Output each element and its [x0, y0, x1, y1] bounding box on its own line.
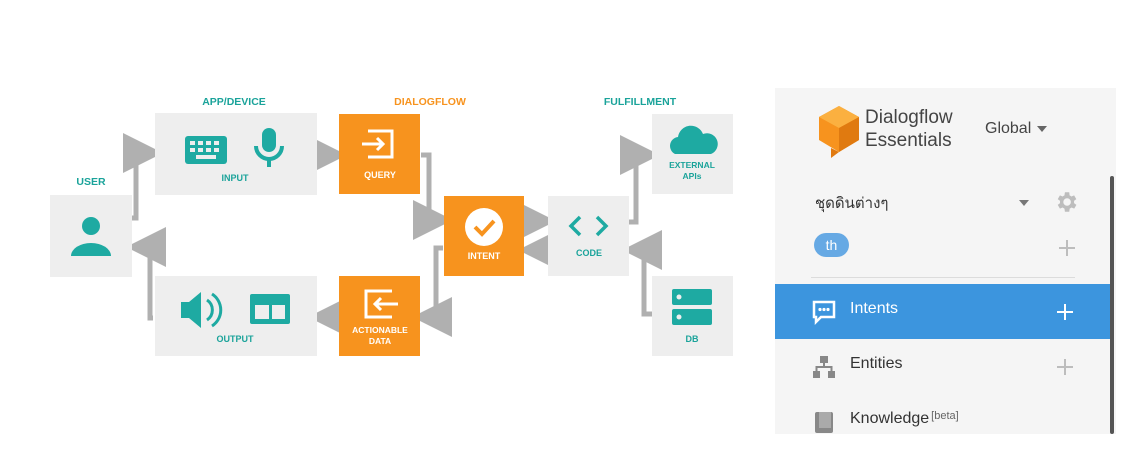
arrow-output-to-user [126, 227, 166, 321]
book-icon [815, 412, 833, 433]
output-box [155, 276, 317, 356]
input-box [155, 113, 317, 195]
dialogflow-logo-icon [819, 106, 859, 158]
node-query-label: QUERY [364, 170, 396, 180]
arrow-query-to-intent [413, 152, 453, 240]
node-output-label: OUTPUT [217, 334, 255, 344]
node-code-label: CODE [576, 248, 602, 258]
add-language-plus-icon[interactable] [1059, 240, 1075, 256]
diagram-canvas: APP/DEVICE DIALOGFLOW FULFILLMENT USER I… [50, 96, 733, 356]
divider [811, 277, 1075, 278]
arrow-user-to-input [123, 133, 163, 221]
nav-label-intents: Intents [850, 300, 899, 317]
nav-item-entities[interactable]: Entities [775, 339, 1110, 394]
add-intent-plus-icon[interactable] [1057, 304, 1073, 320]
nav-item-knowledge[interactable]: Knowledge[beta] [775, 394, 1110, 449]
region-label: Global [985, 120, 1032, 137]
arrow-intent-to-actionable [412, 245, 452, 337]
cloud-icon [670, 125, 718, 154]
node-actionable-label-2: DATA [369, 336, 391, 346]
hierarchy-icon [813, 356, 835, 378]
nav-label-knowledge: Knowledge[beta] [850, 410, 959, 428]
user-box [50, 195, 132, 277]
node-actionable-label-1: ACTIONABLE [352, 325, 408, 335]
chat-bubble-icon [812, 300, 836, 325]
page-background [1116, 88, 1136, 434]
dialogflow-architecture-diagram: APP/DEVICE DIALOGFLOW FULFILLMENT USER I… [50, 96, 733, 356]
node-input-label: INPUT [222, 173, 250, 183]
check-circle-icon [465, 208, 503, 246]
node-intent-label: INTENT [468, 251, 501, 261]
region-selector[interactable]: Global [985, 120, 1048, 138]
nav-label-entities: Entities [850, 355, 903, 372]
gear-icon[interactable] [1053, 189, 1079, 215]
database-icon [672, 289, 712, 325]
node-external-label-1: EXTERNAL [669, 160, 715, 170]
sidebar-scrollbar[interactable] [1110, 176, 1114, 434]
speaker-icon [181, 292, 223, 328]
nav-item-intents[interactable]: Intents [775, 284, 1110, 339]
heading-user: USER [76, 176, 106, 188]
login-icon [362, 129, 394, 159]
user-icon [71, 217, 111, 256]
connectors [123, 133, 662, 337]
brand-line-2: Essentials [865, 130, 952, 151]
brand-line-1: Dialogflow [865, 107, 953, 128]
beta-badge: [beta] [931, 410, 959, 422]
agent-selector[interactable]: ชุดดินต่างๆ [815, 195, 889, 212]
language-chip[interactable]: th [814, 233, 849, 257]
code-brackets-icon [568, 215, 609, 237]
node-external-label-2: APIs [683, 171, 702, 181]
brand-name: Dialogflow Essentials [865, 106, 953, 152]
node-db-label: DB [686, 334, 699, 344]
heading-dialogflow: DIALOGFLOW [394, 96, 466, 108]
microphone-icon [254, 128, 284, 167]
logout-icon [364, 289, 398, 319]
heading-fulfillment: FULFILLMENT [604, 96, 677, 108]
screen-icon [250, 294, 290, 324]
chevron-down-icon [1037, 125, 1048, 132]
checkmark [473, 219, 496, 237]
arrow-db-to-code [622, 230, 662, 317]
query-box [339, 114, 420, 194]
arrow-code-to-external [620, 135, 660, 225]
code-box [548, 196, 629, 276]
heading-app-device: APP/DEVICE [202, 96, 266, 108]
dialogflow-console-sidebar: Dialogflow Essentials Global ชุดดินต่างๆ… [775, 88, 1116, 434]
agent-dropdown-chevron-icon[interactable] [1019, 200, 1029, 206]
add-entity-plus-icon[interactable] [1057, 359, 1073, 375]
knowledge-label-text: Knowledge [850, 410, 930, 427]
keyboard-icon [185, 136, 227, 164]
